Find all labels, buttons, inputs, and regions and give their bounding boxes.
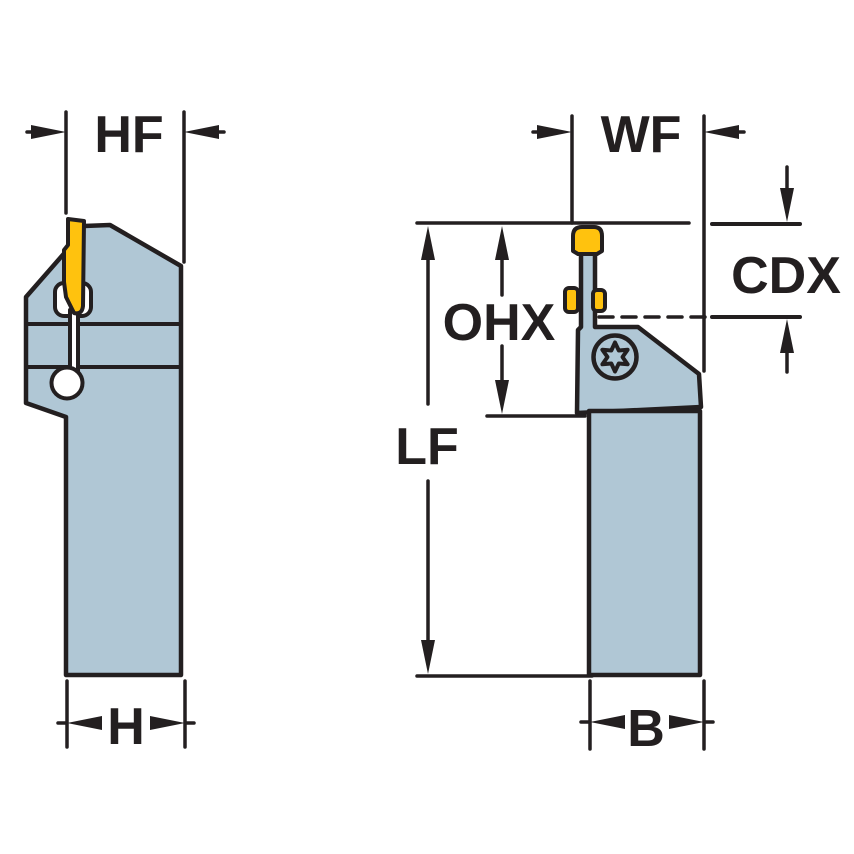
wf-label: WF bbox=[601, 106, 682, 164]
ohx-label: OHX bbox=[443, 294, 556, 352]
lf-arrow-up bbox=[421, 226, 435, 260]
cdx-arrow-up bbox=[780, 319, 794, 353]
holder-body bbox=[23, 222, 184, 678]
side-view bbox=[23, 217, 184, 678]
b-label: B bbox=[627, 700, 665, 758]
hf-label: HF bbox=[94, 106, 163, 164]
holder-shank bbox=[586, 408, 703, 678]
lf-arrow-down bbox=[421, 640, 435, 674]
clamp-slot bbox=[69, 300, 79, 376]
torx-screw-star bbox=[600, 340, 630, 374]
wf-arrow-right bbox=[704, 125, 739, 139]
clamp-nub-left bbox=[563, 286, 580, 314]
h-arrow-right bbox=[150, 716, 185, 730]
cdx-arrow-down bbox=[780, 188, 794, 222]
hf-arrow-right bbox=[184, 125, 219, 139]
dim-ohx: OHX bbox=[443, 226, 587, 418]
insert-tip-front bbox=[571, 225, 604, 256]
b-arrow-left bbox=[590, 715, 625, 729]
dim-cdx: CDX bbox=[597, 165, 841, 374]
holder-head bbox=[574, 247, 704, 416]
ohx-arrow-down bbox=[495, 380, 509, 414]
dim-b: B bbox=[579, 679, 715, 758]
dim-hf: HF bbox=[25, 106, 226, 264]
dim-lf: LF bbox=[395, 221, 691, 678]
dim-h: H bbox=[56, 679, 196, 756]
dim-wf: WF bbox=[531, 106, 746, 373]
front-view bbox=[563, 225, 704, 678]
hf-arrow-left bbox=[31, 125, 66, 139]
clamp-nub-right bbox=[591, 288, 607, 313]
slot-end-hole bbox=[49, 365, 85, 401]
ohx-arrow-up bbox=[495, 226, 509, 260]
insert-blade-side bbox=[62, 217, 86, 316]
b-arrow-right bbox=[669, 715, 704, 729]
lf-label: LF bbox=[395, 418, 459, 476]
h-arrow-left bbox=[67, 716, 102, 730]
h-label: H bbox=[107, 698, 145, 756]
wf-arrow-left bbox=[537, 125, 572, 139]
cdx-label: CDX bbox=[731, 247, 841, 305]
